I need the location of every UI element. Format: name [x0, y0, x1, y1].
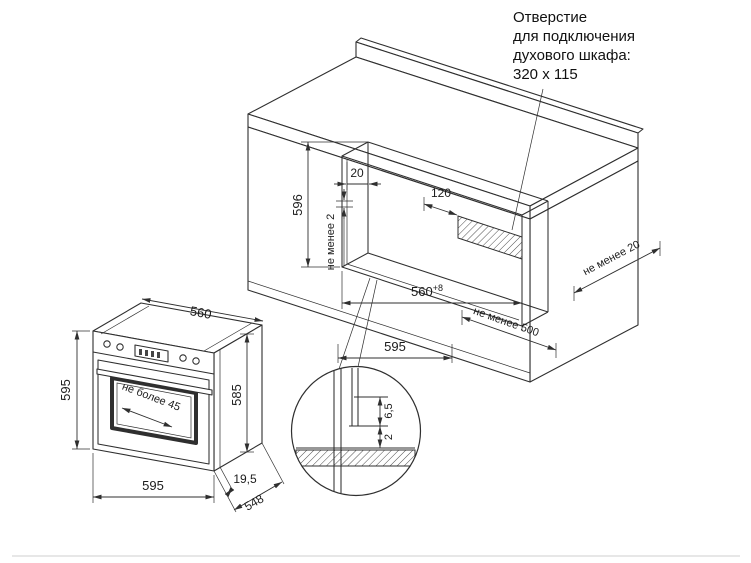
mounting-detail: 6,5 2 [290, 277, 422, 497]
plinth-line [247, 280, 531, 374]
dim-label-niche-width: 560+8 [411, 283, 443, 299]
note-line: для подключения [513, 28, 635, 45]
oven-door-glass-line [116, 382, 192, 439]
dim-niche-width-tolerance: +8 [433, 283, 443, 293]
dim-label-oven-height: 595 [58, 379, 73, 401]
dim-niche-width-main: 560 [411, 284, 433, 299]
cabinet-front-face [247, 126, 531, 383]
detail-circle [290, 365, 422, 497]
oven-body-edge-left [100, 305, 150, 335]
dim-label-body-width: 560 [189, 303, 213, 322]
detail-leader-line [357, 279, 378, 368]
dim-label-gap-upper: 6,5 [383, 403, 395, 418]
oven-door-outline [97, 359, 210, 465]
dim-label-niche-height: 596 [290, 194, 305, 216]
knob-icon [103, 340, 111, 348]
knob-icon [179, 354, 187, 362]
oven-drawing: 560 595 585 не более 45 595 19,5 [58, 298, 285, 514]
dim-label-opening-width: 595 [384, 339, 406, 354]
knob-icon [192, 357, 200, 365]
note-line: Отверстие [513, 9, 587, 26]
dim-label-oven-width: 595 [142, 478, 164, 493]
note-line: 320 x 115 [513, 66, 578, 83]
dim-label-body-height: 585 [229, 384, 244, 406]
connection-opening-hatch [457, 215, 523, 260]
niche-inner-edge-bottom [346, 263, 520, 321]
control-panel-divider [92, 351, 215, 375]
oven-body-edge-right [203, 322, 253, 352]
connection-note: Отверстие для подключения духового шкафа… [511, 9, 635, 231]
note-leader-line [511, 88, 544, 231]
shelf-section-hatch [295, 449, 416, 467]
dim-label-panel-thickness: 19,5 [233, 472, 257, 486]
detail-leader-line [338, 277, 371, 370]
note-line: духового шкафа: [513, 47, 631, 64]
dim-label-rear-top-gap: 20 [350, 166, 364, 180]
dim-label-opening-offset: 120 [431, 186, 451, 200]
detail-dimensions: 6,5 2 [377, 397, 395, 448]
knob-icon [116, 343, 124, 351]
dim-label-oven-depth: 548 [242, 491, 267, 513]
cabinet-cutout-drawing: 596 20 не менее 2 120 560+8 [247, 37, 661, 383]
oven-door-handle [96, 368, 213, 396]
dim-label-gap-lower: 2 [383, 434, 395, 440]
dim-label-min-top-clearance: не менее 2 [325, 214, 337, 270]
display-digits [139, 349, 160, 358]
